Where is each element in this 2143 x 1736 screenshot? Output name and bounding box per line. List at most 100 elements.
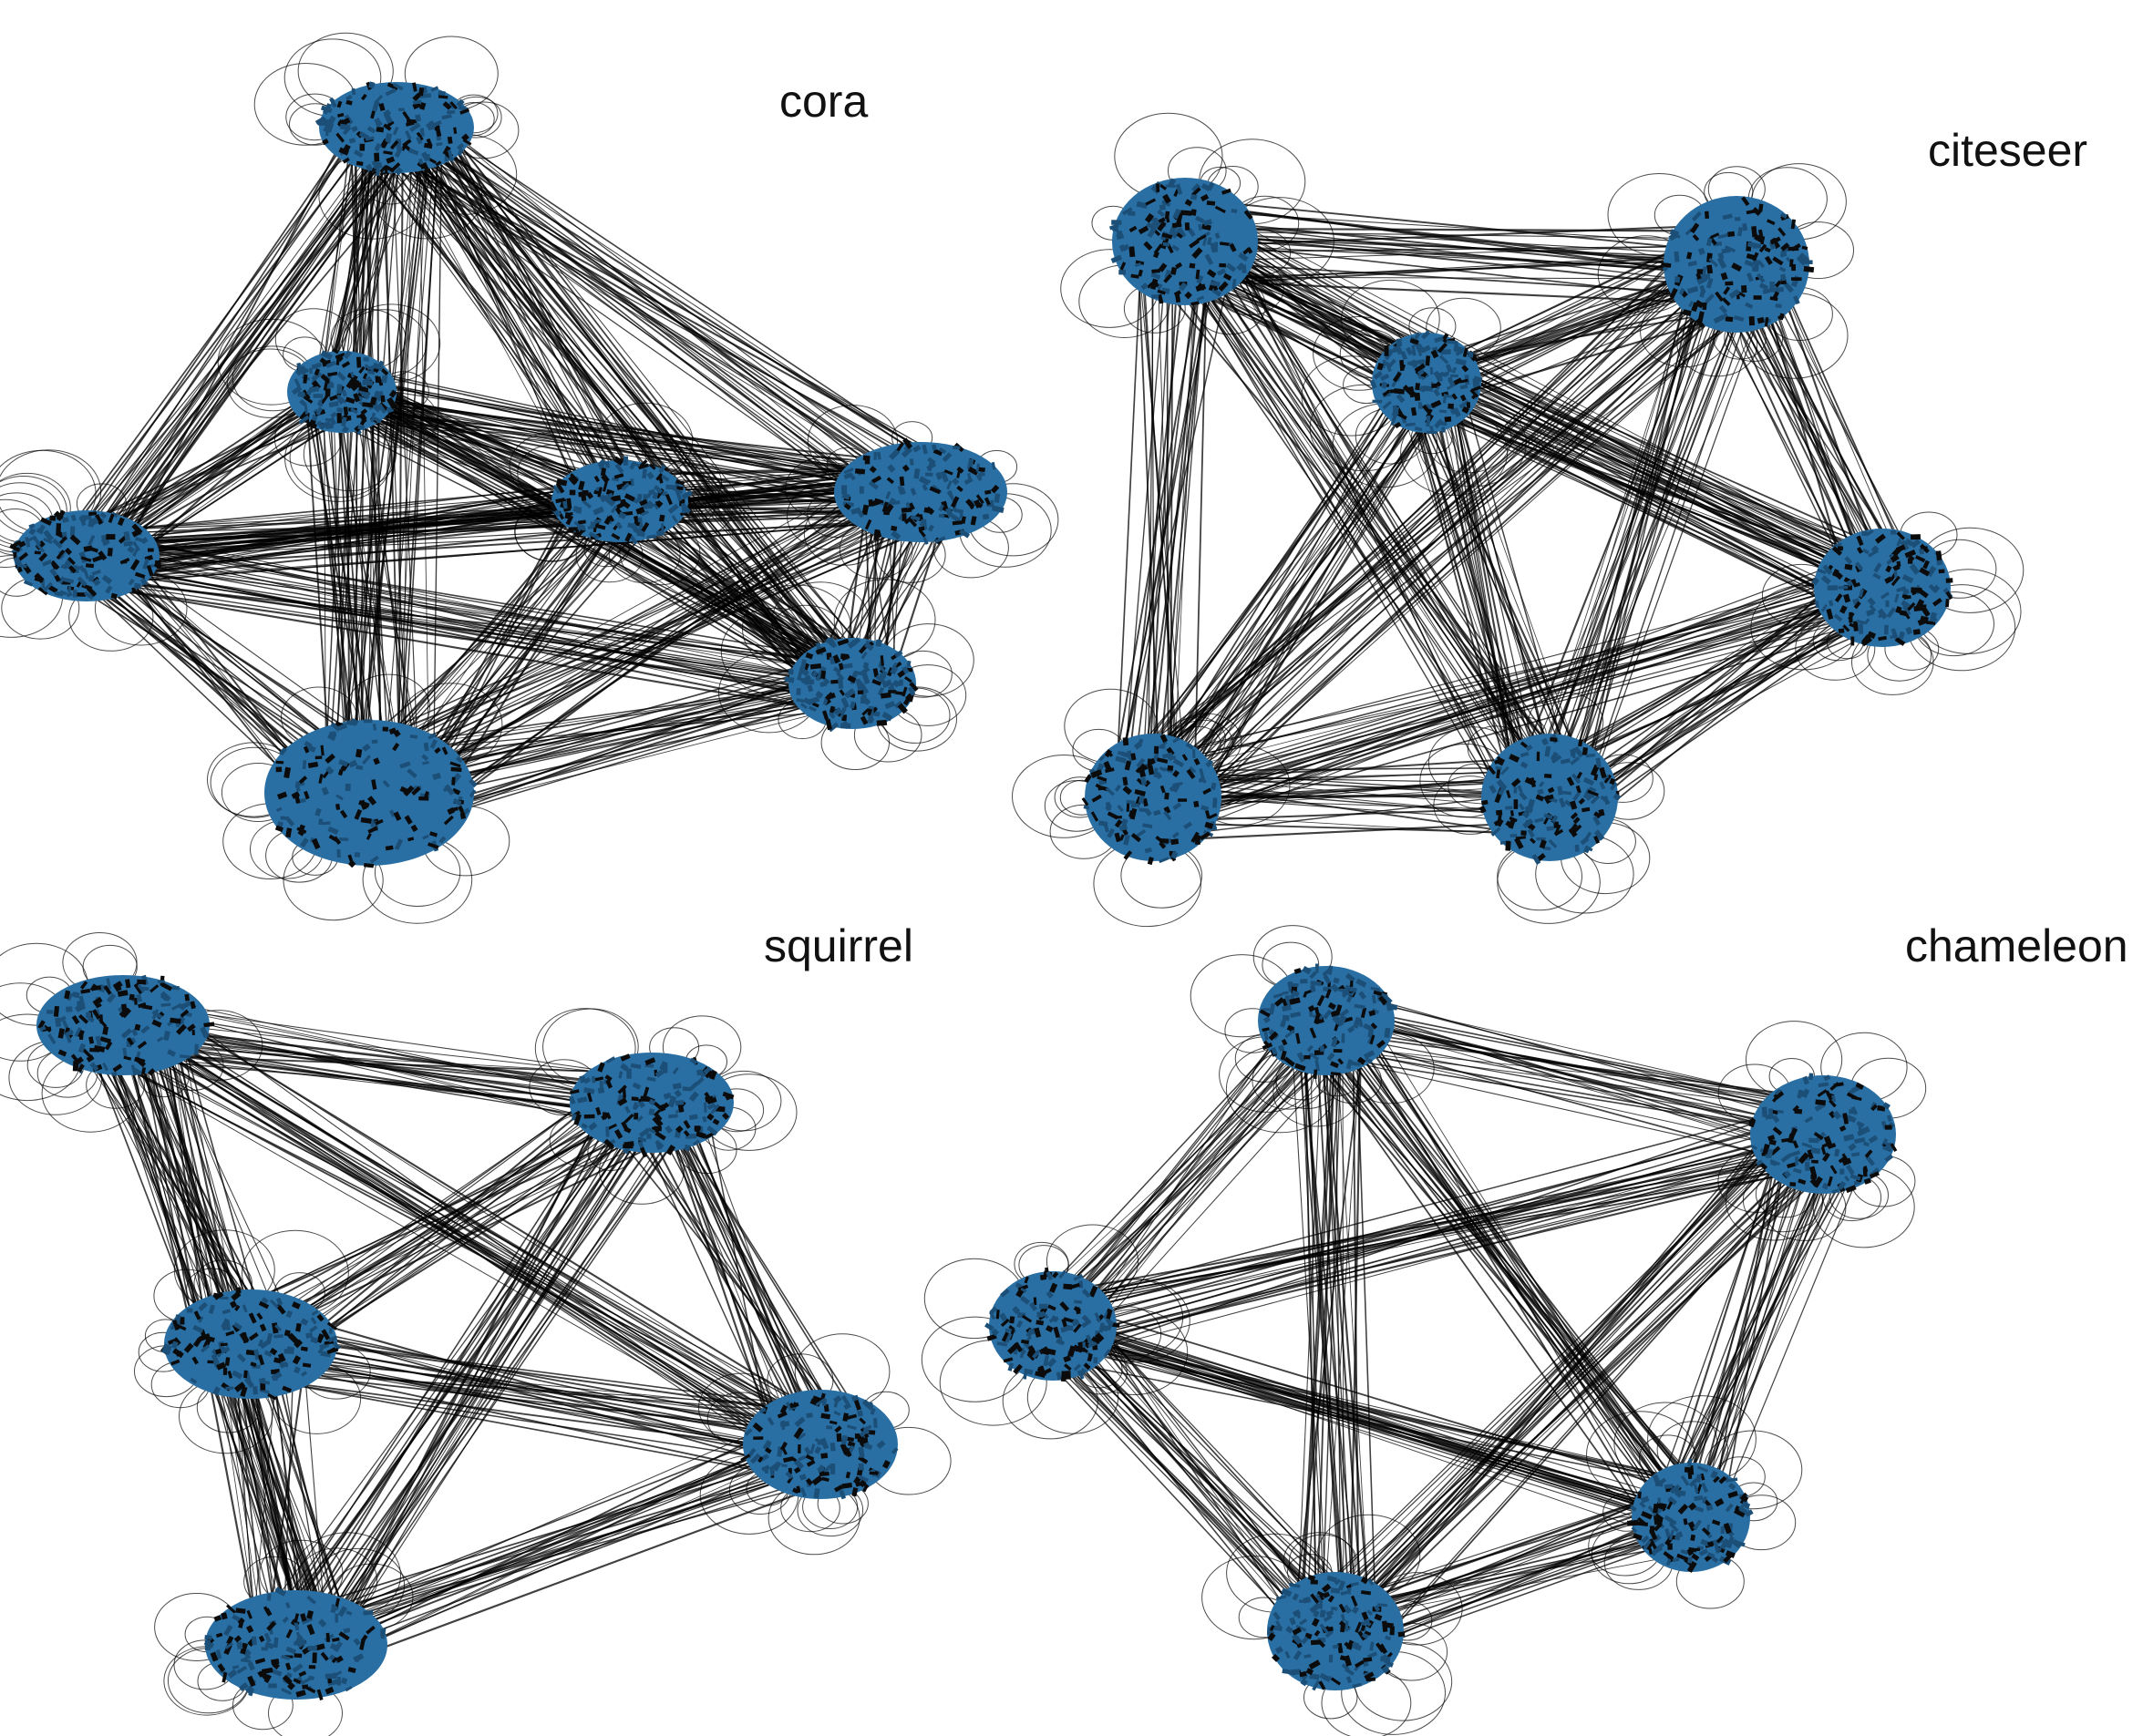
node <box>131 523 143 535</box>
edge <box>1129 401 1450 805</box>
node <box>406 121 415 127</box>
node <box>355 160 364 166</box>
edge <box>1181 266 1724 785</box>
node <box>1472 378 1478 388</box>
node <box>329 395 338 402</box>
node <box>1859 623 1864 634</box>
node <box>303 395 314 404</box>
edge <box>1151 234 1206 756</box>
node <box>1912 629 1921 635</box>
node <box>600 467 607 477</box>
edge <box>1138 564 1904 792</box>
node <box>820 670 827 680</box>
node <box>956 485 963 492</box>
node <box>1691 211 1702 222</box>
node <box>398 108 405 112</box>
node <box>593 475 601 483</box>
edge <box>419 488 943 774</box>
node <box>1102 1325 1109 1332</box>
node <box>308 1665 316 1669</box>
node <box>1382 400 1392 410</box>
node <box>339 809 348 819</box>
node <box>1778 313 1785 321</box>
node <box>1164 792 1169 800</box>
node <box>432 772 441 780</box>
node <box>1152 279 1160 288</box>
node <box>1661 262 1672 268</box>
node <box>368 81 376 89</box>
node <box>17 540 26 549</box>
node <box>1300 979 1308 984</box>
node <box>626 1068 632 1079</box>
node <box>325 765 335 776</box>
node <box>325 360 336 369</box>
node <box>967 467 979 476</box>
node <box>1572 747 1576 759</box>
node <box>1216 268 1227 276</box>
node <box>902 693 912 706</box>
node <box>323 380 329 391</box>
node <box>438 836 447 844</box>
node <box>639 498 648 507</box>
node <box>573 520 582 529</box>
node <box>1192 749 1196 758</box>
node <box>622 1088 626 1099</box>
node <box>1674 251 1680 262</box>
edge <box>73 148 406 540</box>
node <box>463 807 470 815</box>
node <box>358 365 366 374</box>
edge <box>1177 796 1522 799</box>
node <box>323 119 333 123</box>
node <box>327 734 336 742</box>
edge <box>1512 282 1734 800</box>
node <box>873 452 878 460</box>
node <box>1756 272 1766 283</box>
node <box>108 513 115 524</box>
node <box>841 654 850 662</box>
node <box>798 666 804 678</box>
node <box>1190 301 1200 306</box>
node <box>1747 241 1758 248</box>
node <box>134 571 146 579</box>
edge <box>82 526 619 584</box>
node <box>975 494 984 505</box>
node <box>1688 301 1694 308</box>
node <box>843 467 854 475</box>
node <box>1696 269 1704 274</box>
node <box>380 395 386 403</box>
node <box>978 472 985 477</box>
node <box>365 136 375 141</box>
node <box>1742 222 1748 231</box>
node <box>864 642 874 652</box>
node <box>325 417 334 422</box>
node <box>69 526 76 537</box>
node <box>393 811 402 821</box>
node <box>871 679 882 686</box>
node <box>389 139 399 150</box>
node <box>978 467 985 472</box>
node <box>385 133 393 144</box>
node <box>1762 287 1774 294</box>
node <box>275 806 283 812</box>
node <box>1210 242 1216 251</box>
node <box>443 815 454 826</box>
edge <box>1110 248 1236 811</box>
node <box>1328 1654 1334 1663</box>
edge <box>1156 395 1394 789</box>
node <box>275 766 283 773</box>
node <box>385 87 397 97</box>
node <box>431 119 442 128</box>
node <box>1746 272 1754 282</box>
node <box>1210 281 1221 287</box>
node <box>66 591 73 598</box>
node <box>383 108 392 118</box>
node <box>357 425 365 430</box>
edge <box>1405 375 1587 772</box>
node <box>320 394 329 405</box>
node <box>88 534 96 547</box>
node <box>1708 257 1719 268</box>
node <box>1803 265 1815 273</box>
node <box>275 760 284 765</box>
node <box>58 550 67 560</box>
node <box>665 493 673 506</box>
